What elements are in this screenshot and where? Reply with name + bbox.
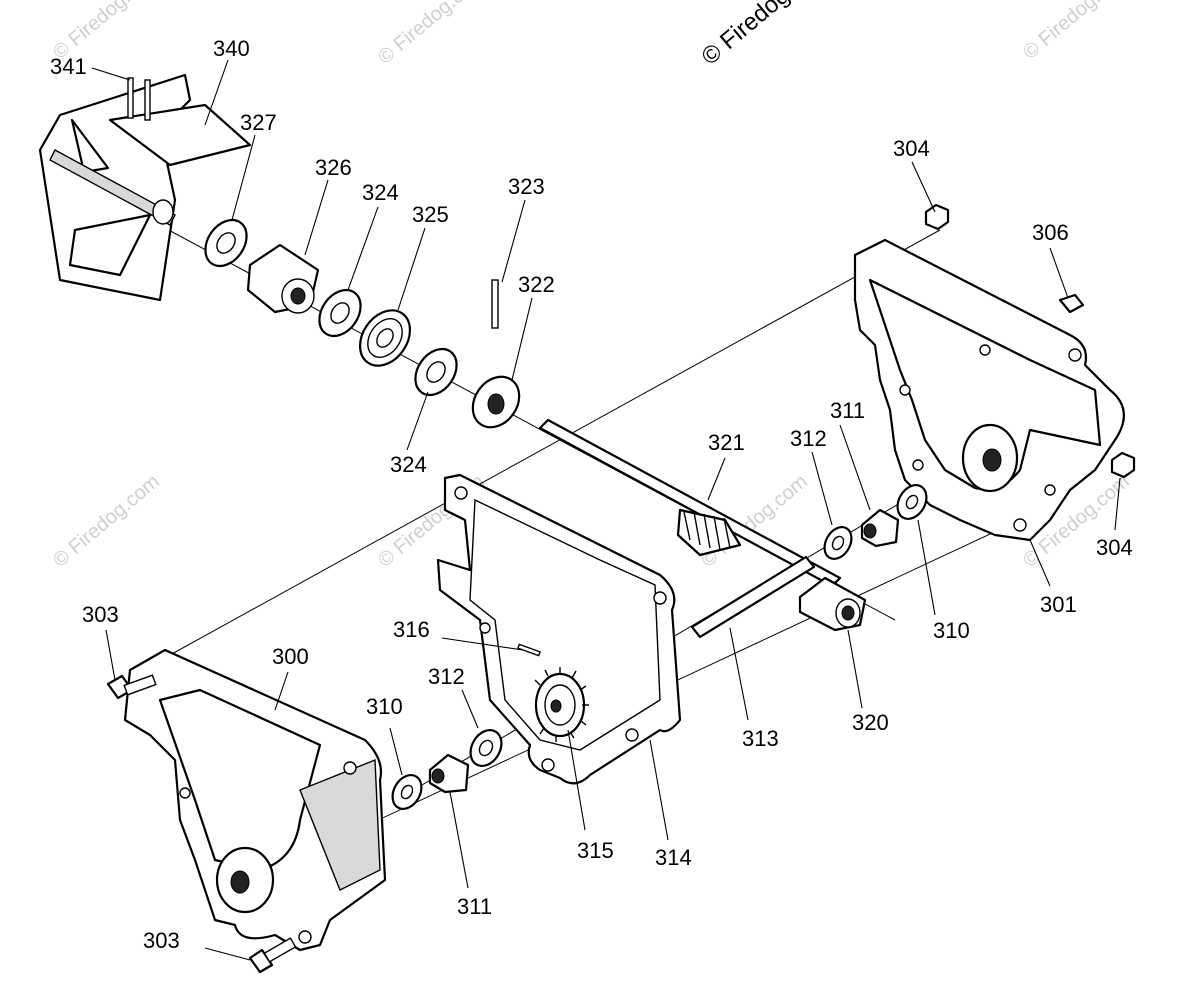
- bolt-303-upper: [106, 674, 157, 700]
- gear-315: [534, 667, 589, 742]
- bushing-311-upper: [860, 508, 900, 548]
- label-303-upper: 303: [82, 602, 119, 627]
- worm-shaft-321: [538, 418, 842, 588]
- nut-304-upper: [924, 203, 950, 231]
- label-321: 321: [708, 430, 745, 455]
- label-311-upper: 311: [830, 398, 865, 423]
- label-310-upper: 310: [933, 618, 970, 643]
- nut-304-lower: [1110, 451, 1136, 479]
- label-303-lower: 303: [143, 928, 180, 953]
- label-323: 323: [508, 174, 545, 199]
- label-320: 320: [852, 710, 889, 735]
- label-313: 313: [742, 726, 779, 751]
- label-324-lower: 324: [390, 452, 427, 477]
- label-306: 306: [1032, 220, 1069, 245]
- washer-310-upper: [896, 484, 928, 520]
- label-315: 315: [577, 838, 614, 863]
- key-316: [517, 643, 541, 657]
- pin-323: [491, 279, 499, 329]
- label-312-lower: 312: [428, 664, 465, 689]
- watermark: © Firedog.com: [374, 0, 489, 69]
- washer-312-lower: [469, 729, 503, 767]
- washer-324-lower: [414, 347, 458, 397]
- label-301: 301: [1040, 592, 1077, 617]
- washer-310-lower: [391, 774, 423, 810]
- washer-327: [204, 218, 248, 268]
- label-310-lower: 310: [366, 694, 403, 719]
- bushing-311-lower: [428, 753, 470, 794]
- washer-324-upper: [318, 288, 362, 338]
- label-312-upper: 312: [790, 426, 827, 451]
- label-322: 322: [518, 272, 555, 297]
- shaft-313: [690, 555, 816, 639]
- label-304-lower: 304: [1096, 535, 1133, 560]
- gear-housing-300: [123, 648, 387, 952]
- gear-housing-301: [853, 238, 1125, 542]
- collar-322: [471, 375, 521, 429]
- label-326: 326: [315, 155, 352, 180]
- label-304-upper: 304: [893, 136, 930, 161]
- label-327: 327: [240, 110, 277, 135]
- thrust-bearing-325: [358, 309, 412, 367]
- grease-fitting-306: [1058, 293, 1085, 314]
- gasket-314: [436, 473, 682, 785]
- copyright-text: © Firedog: [697, 0, 795, 71]
- pin-341: [127, 77, 151, 121]
- part-labels: 341 340 327 326 324 325 323 322 324 304 …: [50, 36, 1133, 953]
- bushing-326: [246, 243, 320, 314]
- washer-312-upper: [823, 526, 853, 560]
- bolt-303-lower: [248, 937, 297, 974]
- watermark: © Firedog.com: [49, 470, 164, 571]
- watermark: © Firedog.com: [1019, 0, 1134, 64]
- label-300: 300: [272, 644, 309, 669]
- label-324-upper: 324: [362, 180, 399, 205]
- leader-lines: [91, 59, 1121, 961]
- label-325: 325: [412, 202, 449, 227]
- label-316: 316: [393, 617, 430, 642]
- label-340: 340: [213, 36, 250, 61]
- label-314: 314: [655, 845, 692, 870]
- label-311-lower: 311: [457, 894, 492, 919]
- impeller-340: [38, 73, 252, 302]
- bushing-320: [798, 576, 867, 632]
- label-341: 341: [50, 54, 87, 79]
